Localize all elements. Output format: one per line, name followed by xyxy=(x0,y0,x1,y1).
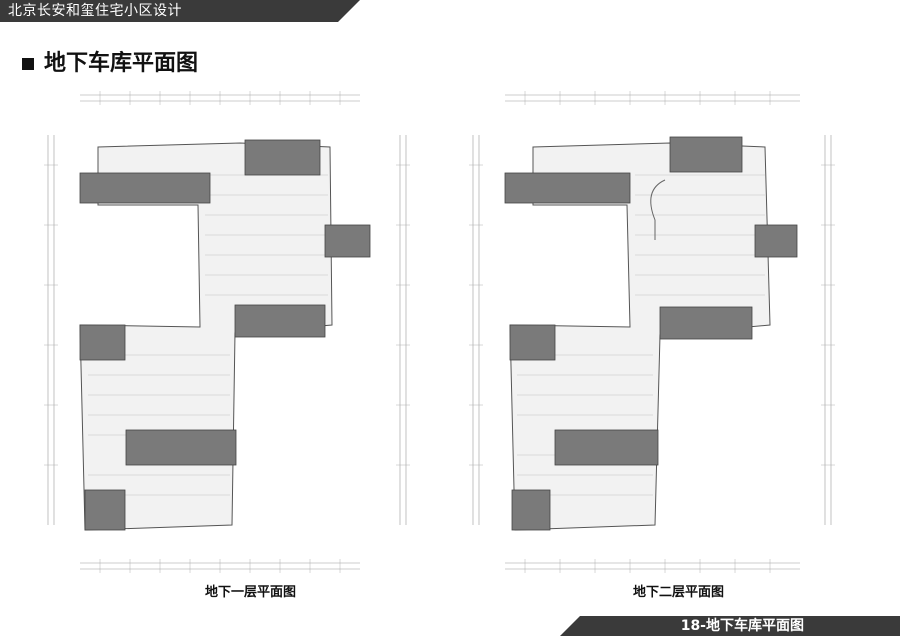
plan-caption-b2: 地下二层平面图 xyxy=(633,585,725,600)
section-heading: 地下车库平面图 xyxy=(22,50,198,78)
footer-banner-shape xyxy=(560,616,900,636)
project-title: 北京长安和玺住宅小区设计 xyxy=(8,3,182,19)
page-label-banner: 18-地下车库平面图 xyxy=(560,616,900,636)
square-bullet-icon xyxy=(22,58,34,70)
banner-shape xyxy=(0,0,360,22)
floor-plan-b2-drawing xyxy=(469,91,835,573)
page-label: 18-地下车库平面图 xyxy=(680,618,804,634)
floor-plan-b1-drawing xyxy=(44,91,410,573)
plan-caption-b1: 地下一层平面图 xyxy=(205,585,297,600)
floor-plan-b2 xyxy=(465,85,885,585)
section-title: 地下车库平面图 xyxy=(44,51,199,76)
floor-plan-b1 xyxy=(40,85,460,585)
project-title-banner: 北京长安和玺住宅小区设计 xyxy=(0,0,360,22)
